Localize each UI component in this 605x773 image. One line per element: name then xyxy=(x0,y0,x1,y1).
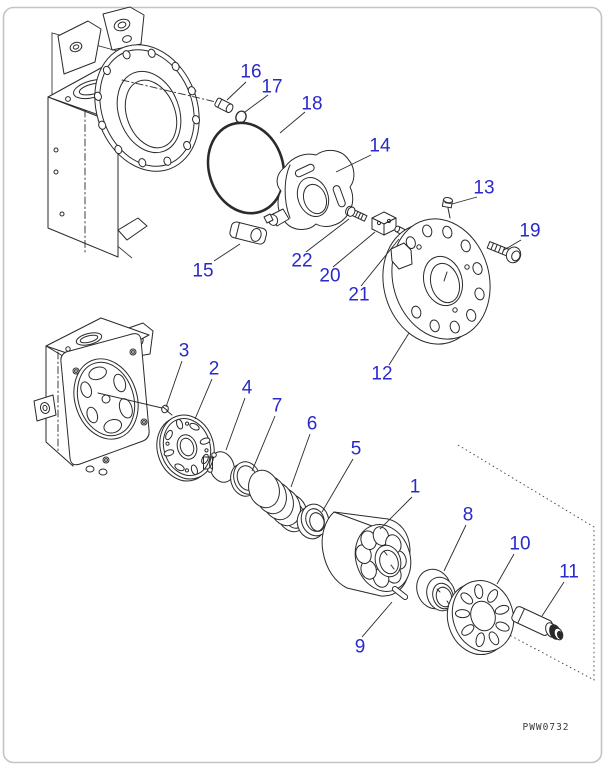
end-cover-12 xyxy=(382,218,491,345)
leader-line-2 xyxy=(194,378,213,420)
gasket-ports xyxy=(80,366,133,434)
cover-bolt-holes xyxy=(405,224,485,334)
leader-line-9 xyxy=(361,601,393,638)
valve-plate-2 xyxy=(156,414,215,482)
leader-line-5 xyxy=(321,458,354,513)
watermark-code: PWW0732 xyxy=(522,722,569,733)
part-label-15: 15 xyxy=(192,261,213,282)
part-label-21: 21 xyxy=(348,285,369,306)
leader-line-12 xyxy=(388,332,410,366)
leader-line-11 xyxy=(541,581,565,617)
part-label-2: 2 xyxy=(209,359,220,380)
plug-13 xyxy=(441,197,453,219)
center-axis-line xyxy=(121,79,217,103)
leader-line-22 xyxy=(305,218,350,253)
bolt-22 xyxy=(345,205,368,222)
piston-11 xyxy=(511,606,564,641)
leader-line-20 xyxy=(332,231,376,268)
flange-bolt-holes xyxy=(93,48,201,168)
part-label-7: 7 xyxy=(272,396,283,417)
part-label-17: 17 xyxy=(261,77,282,98)
snap-ring-4 xyxy=(203,451,235,483)
pin-9 xyxy=(391,585,409,601)
part-label-19: 19 xyxy=(519,221,540,242)
leader-line-17 xyxy=(244,94,269,113)
part-label-22: 22 xyxy=(291,251,312,272)
page-border xyxy=(2,6,603,764)
o-ring-18 xyxy=(206,121,286,215)
swash-plate-14 xyxy=(263,149,355,230)
retainer-slots xyxy=(454,584,510,648)
part-label-11: 11 xyxy=(559,562,579,583)
phantom-plane-bottom-right xyxy=(457,444,595,681)
part-label-5: 5 xyxy=(351,439,362,460)
leader-line-18 xyxy=(279,111,306,134)
leader-line-15 xyxy=(213,243,241,262)
leader-line-14 xyxy=(335,154,372,173)
spring-6 xyxy=(248,469,308,533)
bolt-19 xyxy=(486,241,522,264)
front-pump-case xyxy=(47,6,201,258)
leader-line-3 xyxy=(165,360,183,408)
leader-line-16 xyxy=(226,81,247,101)
rear-pump-case xyxy=(33,317,163,476)
leader-line-21 xyxy=(360,238,400,287)
leader-line-7 xyxy=(251,415,276,472)
pin-16 xyxy=(214,97,234,114)
part-label-1: 1 xyxy=(410,477,421,498)
leader-line-10 xyxy=(496,553,515,585)
leader-line-1 xyxy=(379,496,413,530)
cylinder-block-1 xyxy=(321,511,412,597)
wedge-15 xyxy=(229,221,268,245)
part-label-10: 10 xyxy=(509,534,530,555)
part-label-13: 13 xyxy=(473,178,494,199)
part-label-9: 9 xyxy=(355,637,366,658)
part-label-3: 3 xyxy=(179,341,190,362)
leader-line-8 xyxy=(443,524,467,572)
part-label-8: 8 xyxy=(463,505,474,526)
part-label-12: 12 xyxy=(371,364,392,385)
leader-line-19 xyxy=(503,239,522,251)
leader-line-6 xyxy=(290,433,311,488)
part-label-14: 14 xyxy=(369,136,391,157)
part-label-4: 4 xyxy=(242,378,253,399)
guide-block-20 xyxy=(371,211,397,236)
part-label-20: 20 xyxy=(319,266,340,287)
retainer-plate-10 xyxy=(446,580,515,655)
plate-slots xyxy=(163,418,211,476)
bushing-8 xyxy=(416,568,456,612)
leader-line-13 xyxy=(451,196,478,205)
part-label-18: 18 xyxy=(301,94,322,115)
part-label-6: 6 xyxy=(307,414,318,435)
bushing-5 xyxy=(296,503,330,540)
leader-line-4 xyxy=(225,397,246,451)
part-label-16: 16 xyxy=(240,62,261,83)
